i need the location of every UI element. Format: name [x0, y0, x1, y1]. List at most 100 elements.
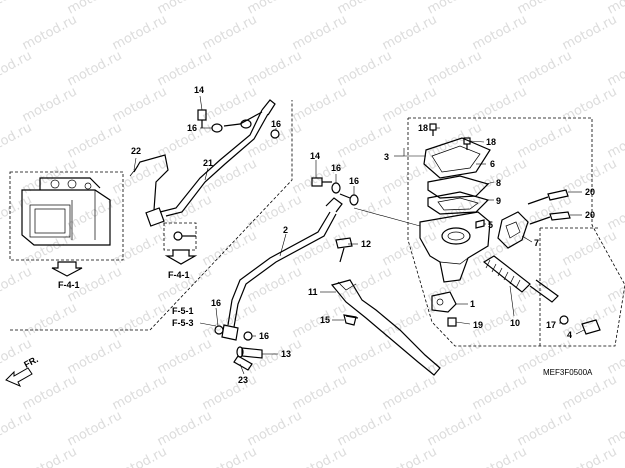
callout-20: 20: [585, 210, 595, 220]
watermark-text: motod.ru: [0, 264, 35, 305]
watermark-text: motod.ru: [605, 48, 625, 89]
watermark-text: motod.ru: [0, 120, 35, 161]
watermark-text: motod.ru: [0, 408, 35, 449]
callout-16: 16: [331, 163, 341, 173]
callout-3: 3: [384, 152, 389, 162]
callout-23: 23: [238, 375, 248, 385]
watermark-text: motod.ru: [335, 336, 395, 377]
callout-16: 16: [349, 176, 359, 186]
watermark-text: motod.ru: [110, 300, 170, 341]
watermark-text: motod.ru: [380, 444, 440, 468]
callout-10: 10: [510, 318, 520, 328]
watermark-text: motod.ru: [560, 444, 620, 468]
watermark-text: motod.ru: [605, 192, 625, 233]
callout-8: 8: [496, 178, 501, 188]
bolt: [173, 231, 183, 241]
callout-19: 19: [473, 320, 483, 330]
brake-switch: [431, 291, 457, 313]
watermark-text: motod.ru: [425, 264, 485, 305]
abs-ref-label: F-4-1: [58, 280, 80, 290]
watermark-text: motod.ru: [20, 156, 80, 197]
callout-14: 14: [194, 85, 204, 95]
watermark-text: motod.ru: [20, 12, 80, 53]
watermark-text: motod.ru: [65, 336, 125, 377]
watermark-text: motod.ru: [335, 192, 395, 233]
watermark-text: motod.ru: [470, 372, 530, 413]
down-arrow-icon: [164, 249, 198, 265]
front-direction-indicator: FR.: [5, 354, 40, 387]
washer-17: [559, 315, 569, 325]
watermark-text: motod.ru: [605, 120, 625, 161]
watermark-text: motod.ru: [605, 336, 625, 377]
callout-1: 1: [470, 299, 475, 309]
watermark-text: motod.ru: [20, 228, 80, 269]
brake-pipe: [133, 154, 169, 211]
watermark-text: motod.ru: [20, 84, 80, 125]
watermark-text: motod.ru: [200, 228, 260, 269]
abs-modulator: [21, 177, 111, 246]
watermark-text: motod.ru: [425, 408, 485, 449]
callout-14: 14: [310, 151, 320, 161]
watermark-text: motod.ru: [470, 84, 530, 125]
hose-fitting-lower: [221, 324, 239, 341]
watermark-text: motod.ru: [200, 300, 260, 341]
watermark-text: motod.ru: [380, 228, 440, 269]
watermark-text: motod.ru: [290, 84, 350, 125]
watermark-text: motod.ru: [290, 372, 350, 413]
banjo-bolt-14-mid: [311, 177, 359, 206]
callout-13: 13: [281, 349, 291, 359]
callout-9: 9: [496, 196, 501, 206]
brake-hose-2: [227, 211, 331, 326]
callout-4: 4: [567, 330, 572, 340]
watermark-text: motod.ru: [65, 120, 125, 161]
front-label: FR.: [22, 354, 39, 370]
watermark-text: motod.ru: [200, 12, 260, 53]
watermark-text: motod.ru: [380, 372, 440, 413]
screw-5: [475, 219, 485, 229]
watermark-text: motod.ru: [605, 408, 625, 449]
push-rod: [529, 279, 559, 303]
watermark-text: motod.ru: [20, 372, 80, 413]
holder-bolt-20: [549, 211, 571, 221]
separator-line: [10, 100, 293, 331]
callout-5: 5: [488, 220, 493, 230]
callout-16: 16: [187, 123, 197, 133]
banjo-bolt-13: [241, 347, 263, 359]
washer: [243, 331, 253, 341]
watermark-text: motod.ru: [470, 228, 530, 269]
watermark-text: motod.ru: [515, 48, 575, 89]
callout-16: 16: [211, 298, 221, 308]
watermark-text: motod.ru: [470, 156, 530, 197]
watermark-text: motod.ru: [200, 372, 260, 413]
caliper-ref-3: F-5-3: [172, 318, 194, 328]
watermark-text: motod.ru: [560, 228, 620, 269]
watermark-text: motod.ru: [335, 408, 395, 449]
hose-clamp: [335, 237, 353, 263]
caliper-ref-1: F-5-1: [172, 306, 194, 316]
watermark-text: motod.ru: [110, 444, 170, 468]
watermark-text: motod.ru: [200, 444, 260, 468]
watermark-text: motod.ru: [605, 0, 625, 18]
callout-6: 6: [490, 159, 495, 169]
piston-boot: [482, 255, 531, 293]
hose-fitting: [261, 99, 276, 116]
watermark-text: motod.ru: [155, 336, 215, 377]
diagram-code: MEF3F0500A: [543, 368, 593, 377]
holder-bolt-20: [547, 189, 569, 201]
brake-hose-21: [159, 109, 263, 213]
callout-22: 22: [131, 146, 141, 156]
watermark-text: motod.ru: [515, 264, 575, 305]
down-arrow-icon: [51, 261, 83, 277]
front-arrow-icon: [5, 367, 33, 387]
watermark-text: motod.ru: [560, 12, 620, 53]
master-cylinder-body: [419, 211, 491, 283]
callout-7: 7: [534, 238, 539, 248]
watermark-text: motod.ru: [335, 48, 395, 89]
brake-lever: [330, 279, 441, 376]
watermark-text: motod.ru: [0, 192, 35, 233]
watermark-text: motod.ru: [425, 336, 485, 377]
connector-ref-label: F-4-1: [168, 270, 190, 280]
watermark-text: motod.ru: [425, 48, 485, 89]
watermark-text: motod.ru: [0, 48, 35, 89]
